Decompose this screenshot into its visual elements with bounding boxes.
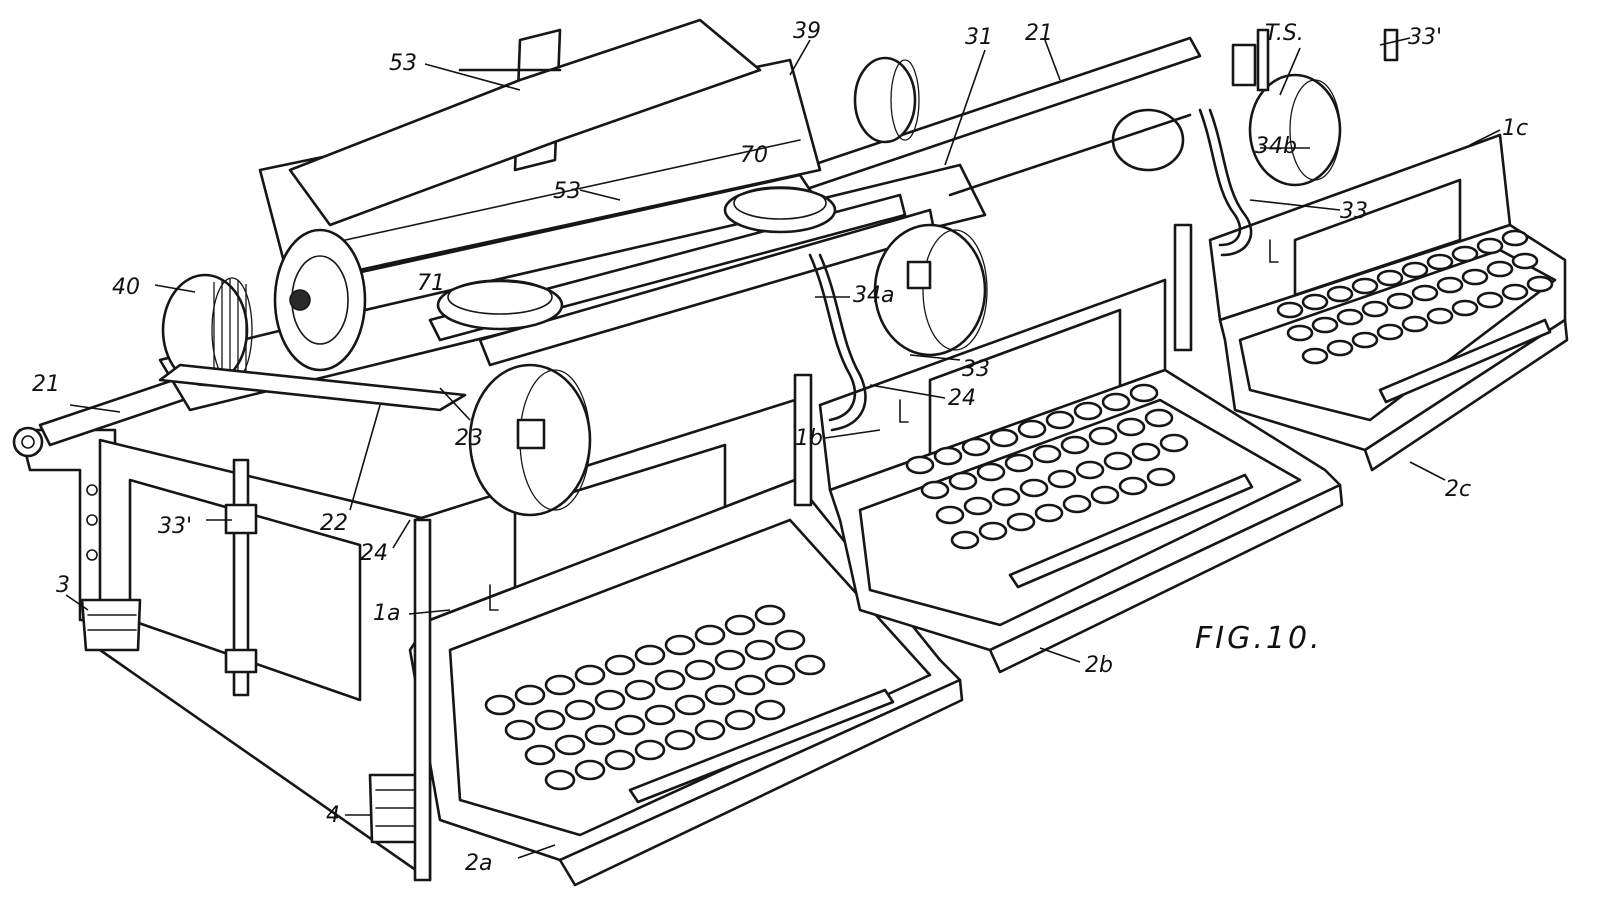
label-2a: 2a [465, 851, 492, 876]
label-40: 40 [112, 275, 140, 300]
connecting-bar-22-23 [158, 363, 467, 412]
label-34b: 34b [1255, 134, 1297, 159]
post-24-a [793, 373, 813, 507]
label-70: 70 [740, 143, 768, 168]
tab-plate-70 [723, 186, 837, 234]
linkage-arm-34a [808, 253, 867, 432]
keyboard-1b [905, 383, 1254, 589]
label-1c: 1c [1502, 116, 1528, 141]
figure-caption: FIG.10. [1195, 621, 1323, 656]
reference-labels: 53 39 31 21 T.S. 33' 1c 34b 70 33 53 40 … [32, 19, 1528, 876]
label-33-b: 33 [962, 357, 990, 382]
tab-plate-71 [436, 279, 564, 331]
keyboard-1a [484, 604, 895, 804]
label-22: 22 [320, 511, 348, 536]
carriage-gear-wheel [273, 228, 367, 372]
label-1b: 1b [795, 426, 823, 451]
right-platen-knob [853, 56, 920, 144]
label-2b: 2b [1085, 653, 1113, 678]
label-23: 23 [455, 426, 483, 451]
left-support-bracket [12, 426, 117, 622]
leader-lines [65, 37, 1501, 859]
label-1a: 1a [373, 601, 400, 626]
label-39: 39 [793, 19, 821, 44]
label-21-left: 21 [32, 372, 60, 397]
support-foot-3 [80, 598, 142, 652]
label-33-c: 33 [1340, 199, 1368, 224]
label-2c: 2c [1445, 477, 1471, 502]
keyboard-1c [1276, 229, 1554, 404]
label-53-mid: 53 [553, 179, 581, 204]
connecting-rod-31 [948, 113, 1192, 197]
label-ts: T.S. [1265, 21, 1304, 46]
typewriter-1c [1208, 28, 1569, 472]
vertical-rod-33-prime [224, 458, 258, 697]
label-33-prime-left: 33' [158, 514, 192, 539]
label-24-b: 24 [948, 386, 976, 411]
label-24-a: 24 [360, 541, 388, 566]
label-31: 31 [965, 25, 993, 50]
label-21-top: 21 [1025, 21, 1053, 46]
typewriter-1a [408, 363, 964, 887]
paper-table-53 [288, 18, 762, 227]
post-24-b [1173, 223, 1193, 352]
label-33-prime-top: 33' [1408, 25, 1442, 50]
label-4: 4 [326, 803, 340, 828]
typewriter-1b [818, 223, 1344, 674]
label-53-top: 53 [389, 51, 417, 76]
label-3: 3 [56, 573, 70, 598]
label-34a: 34a [853, 283, 894, 308]
label-71: 71 [417, 271, 445, 296]
